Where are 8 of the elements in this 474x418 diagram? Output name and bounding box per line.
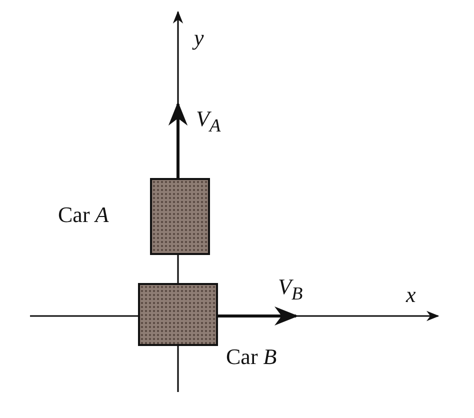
velocity-label: V$_{B}$ — [278, 276, 303, 303]
car-box — [138, 283, 218, 346]
car-box — [150, 178, 210, 255]
velocity-label: V$_{A}$ — [196, 108, 221, 135]
axis-label: y — [194, 27, 204, 49]
axis-label: x — [406, 284, 416, 306]
car-label: Car A — [58, 204, 109, 226]
car-label: Car B — [226, 346, 277, 368]
